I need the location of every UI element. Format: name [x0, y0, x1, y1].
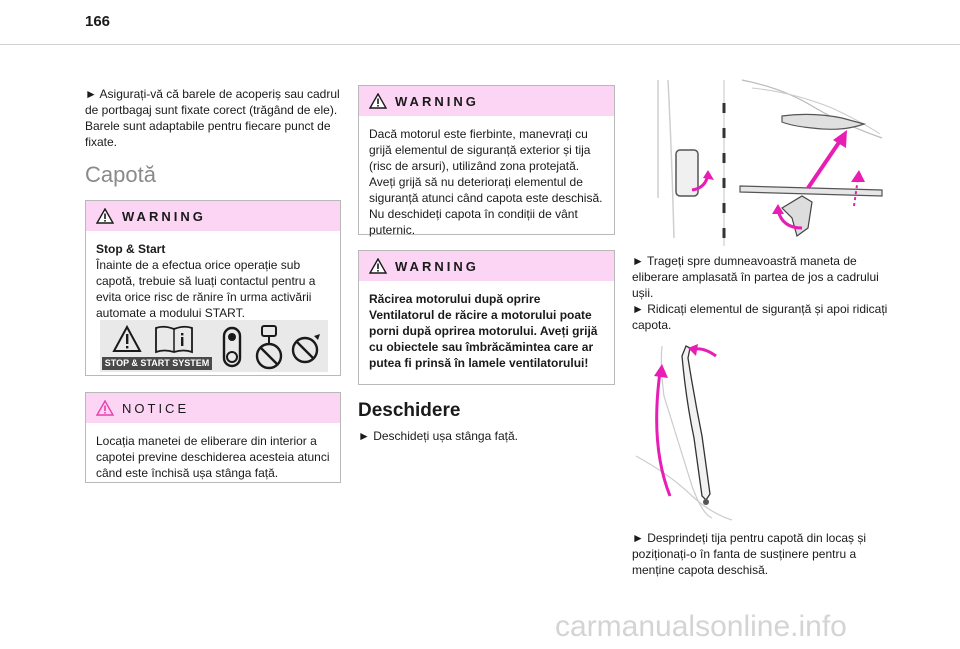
warning-text: Înainte de a efectua orice operație sub … [96, 258, 316, 320]
hood-release-illustration [632, 78, 888, 248]
notice-label: NOTICE [122, 400, 190, 416]
no-touch-hand-icon [255, 325, 283, 370]
warning-heading: Stop & Start [96, 242, 166, 256]
intro-paragraph: ► Asigurați-vă că barele de acoperiș sau… [85, 87, 340, 149]
warning-label: WARNING [395, 93, 479, 109]
manual-book-icon [155, 325, 193, 354]
notice-triangle-icon [96, 400, 114, 416]
warning-box-stop-start: WARNING Stop & Start Înainte de a efectu… [85, 200, 341, 376]
warning-text: Răcirea motorului după oprire Ventilator… [369, 292, 598, 370]
warning-box-hot-engine: WARNING Dacă motorul este fierbinte, man… [358, 85, 615, 237]
warning-triangle-icon [112, 325, 142, 352]
notice-text: Locația manetei de eliberare din interio… [96, 434, 330, 480]
warning-triangle-icon [369, 258, 387, 274]
stop-start-panel: STOP & START SYSTEM [100, 320, 328, 372]
fan-belt-icon [222, 326, 242, 368]
step-pull-release-lever: ► Trageți spre dumneavoastră maneta de e… [632, 254, 879, 300]
notice-box: NOTICE Locația manetei de eliberare din … [85, 392, 341, 483]
warning-text: Dacă motorul este fierbinte, manevrați c… [369, 127, 603, 237]
step-position-prop-rod: ► Desprindeți tija pentru capotă din loc… [632, 531, 866, 577]
stop-start-label: STOP & START SYSTEM [102, 357, 212, 370]
warning-label: WARNING [395, 258, 479, 274]
hood-prop-rod-illustration [632, 336, 792, 524]
warning-header: WARNING [359, 251, 614, 281]
warning-triangle-icon [96, 208, 114, 224]
step-open-door: ► Deschideți ușa stânga față. [358, 429, 518, 443]
section-title-capota: Capotă [85, 162, 156, 187]
warning-header: WARNING [359, 86, 614, 116]
warning-box-cooling-fan: WARNING Răcirea motorului după oprire Ve… [358, 250, 615, 385]
warning-header: WARNING [86, 201, 340, 231]
watermark: carmanualsonline.info [555, 610, 847, 643]
warning-triangle-icon [369, 93, 387, 109]
page-number: 166 [85, 13, 111, 30]
no-hand-fan-icon [291, 334, 320, 364]
notice-header: NOTICE [86, 393, 340, 423]
subsection-title-deschidere: Deschidere [358, 400, 461, 421]
step-lift-safety-catch: ► Ridicați elementul de siguranță și apo… [632, 302, 888, 332]
top-divider [0, 44, 960, 45]
warning-label: WARNING [122, 208, 206, 224]
